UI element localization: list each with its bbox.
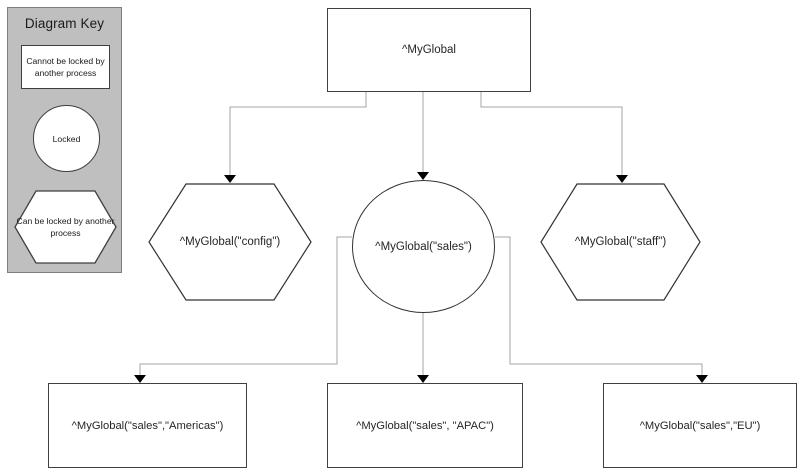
node-config-label: ^MyGlobal("config") — [179, 236, 281, 248]
node-myglobal-sales-eu[interactable]: ^MyGlobal("sales","EU") — [603, 383, 797, 468]
node-myglobal-root[interactable]: ^MyGlobal — [327, 8, 531, 92]
node-myglobal-config[interactable]: ^MyGlobal("config") — [148, 183, 312, 301]
legend-item-unlockable-rect: Cannot be locked by another process — [21, 45, 110, 89]
hexagon-shape-icon — [148, 183, 312, 301]
hexagon-shape-icon — [540, 183, 701, 301]
hexagon-shape-icon — [14, 190, 117, 264]
node-myglobal-sales-americas[interactable]: ^MyGlobal("sales","Americas") — [48, 383, 247, 468]
diagram-key-title: Diagram Key — [24, 16, 105, 31]
legend-item-lockable-label: Can be locked by another process — [16, 215, 115, 238]
node-myglobal-staff[interactable]: ^MyGlobal("staff") — [540, 183, 701, 301]
edge-root-config — [229, 92, 367, 175]
legend-item-locked-circle: Locked — [33, 105, 100, 172]
node-myglobal-sales[interactable]: ^MyGlobal("sales") — [352, 180, 495, 313]
node-staff-label: ^MyGlobal("staff") — [574, 236, 667, 248]
node-myglobal-sales-apac[interactable]: ^MyGlobal("sales", "APAC") — [327, 383, 523, 468]
edge-root-staff — [480, 92, 623, 175]
legend-item-lockable-hexagon: Can be locked by another process — [14, 190, 117, 264]
diagram-key-panel: Diagram Key Cannot be locked by another … — [7, 7, 122, 273]
